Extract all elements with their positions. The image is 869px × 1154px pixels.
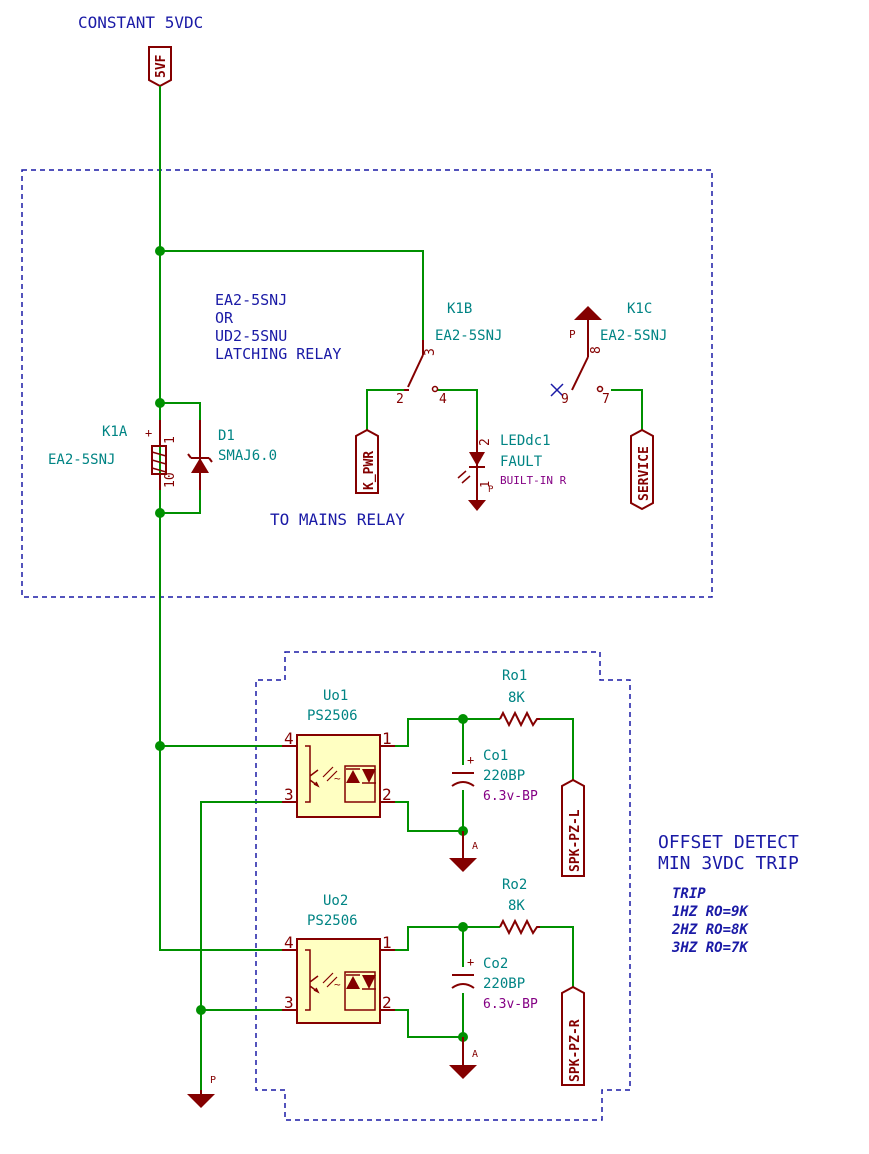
svg-text:P: P: [488, 485, 494, 495]
ground-symbol-p: P: [187, 1075, 216, 1108]
svg-text:1: 1: [382, 933, 392, 952]
label-service: SERVICE: [630, 428, 654, 511]
tvs-diode-d1: D1 SMAJ6.0: [187, 420, 277, 490]
resistor-ro1: Ro1 8K: [499, 668, 540, 728]
ground-symbol-a1: A: [449, 831, 478, 872]
k1b-ref: K1B: [447, 301, 472, 317]
svg-text:5VF: 5VF: [154, 54, 169, 78]
svg-text:P: P: [569, 328, 576, 341]
label-k-pwr: K_PWR: [355, 428, 379, 494]
k1c-ref: K1C: [627, 301, 652, 317]
svg-text:2: 2: [382, 993, 392, 1012]
co2-ref: Co2: [483, 956, 508, 972]
svg-text:9: 9: [561, 392, 569, 407]
d1-value: SMAJ6.0: [218, 448, 277, 464]
offset-note-1: OFFSET DETECT: [658, 832, 799, 853]
k1a-value: EA2-5SNJ: [48, 452, 115, 468]
ro1-ref: Ro1: [502, 668, 527, 684]
led-fault: LEDdc1 FAULT BUILT-IN R 2 1 P: [457, 430, 567, 511]
ground-symbol-a2: A: [449, 1037, 478, 1079]
svg-text:8: 8: [589, 346, 604, 354]
uo1-value: PS2506: [307, 708, 358, 724]
uo2-ref: Uo2: [323, 893, 348, 909]
svg-text:2: 2: [396, 392, 404, 407]
resistor-ro2: Ro2 8K: [499, 877, 540, 936]
trip-note-2: 1HZ RO=9K: [672, 904, 749, 920]
svg-text:+: +: [467, 753, 474, 767]
co2-value: 220BP: [483, 976, 525, 992]
opto-tilde: ~: [334, 978, 341, 991]
relay-note-4: LATCHING RELAY: [215, 345, 341, 363]
wires: [159, 86, 643, 1090]
svg-text:A: A: [472, 1049, 478, 1060]
trip-note-3: 2HZ RO=8K: [671, 922, 749, 938]
svg-text:4: 4: [284, 933, 294, 952]
svg-text:SPK-PZ-L: SPK-PZ-L: [568, 809, 583, 872]
led-ref: LEDdc1: [500, 433, 551, 449]
relay-section-box: [21, 169, 713, 598]
supply-note: CONSTANT 5VDC: [78, 13, 203, 32]
svg-text:7: 7: [602, 392, 610, 407]
svg-text:10: 10: [163, 472, 178, 488]
svg-text:SPK-PZ-R: SPK-PZ-R: [568, 1019, 583, 1082]
label-5vf: 5VF: [148, 46, 172, 88]
svg-text:3: 3: [423, 348, 438, 356]
offset-section-box: [255, 651, 631, 1121]
relay-coil-k1a: K1A EA2-5SNJ + 1 10: [48, 420, 178, 490]
svg-text:+: +: [467, 955, 474, 969]
svg-text:4: 4: [284, 729, 294, 748]
svg-text:2: 2: [382, 785, 392, 804]
mains-note: TO MAINS RELAY: [270, 510, 405, 529]
relay-note-2: OR: [215, 309, 234, 327]
svg-text:3: 3: [284, 785, 294, 804]
optocoupler-uo2: ~ Uo2 PS2506 4 3 1 2: [282, 893, 395, 1024]
optocoupler-uo1: ~ Uo1 PS2506 4 3 1 2: [282, 688, 395, 818]
svg-text:3: 3: [284, 993, 294, 1012]
relay-note-3: UD2-5SNU: [215, 327, 287, 345]
co2-voltage: 6.3v-BP: [483, 997, 538, 1012]
trip-note-1: TRIP: [672, 886, 706, 902]
svg-text:4: 4: [439, 392, 447, 407]
uo2-value: PS2506: [307, 913, 358, 929]
co1-ref: Co1: [483, 748, 508, 764]
capacitor-co1: + Co1 220BP 6.3v-BP: [451, 748, 538, 804]
k1b-value: EA2-5SNJ: [435, 328, 502, 344]
d1-ref: D1: [218, 428, 235, 444]
co1-voltage: 6.3v-BP: [483, 789, 538, 804]
svg-text:A: A: [472, 841, 478, 852]
k1c-value: EA2-5SNJ: [600, 328, 667, 344]
svg-text:+: +: [145, 426, 152, 440]
svg-text:K_PWR: K_PWR: [362, 451, 377, 490]
svg-text:1: 1: [478, 481, 492, 488]
svg-text:2: 2: [478, 438, 493, 446]
ro1-value: 8K: [508, 690, 525, 706]
ro2-value: 8K: [508, 898, 525, 914]
svg-text:SERVICE: SERVICE: [637, 446, 652, 501]
relay-contact-k1b: K1B EA2-5SNJ 3 2 4: [396, 301, 502, 407]
co1-value: 220BP: [483, 768, 525, 784]
svg-text:P: P: [210, 1075, 216, 1086]
k1a-ref: K1A: [102, 424, 128, 440]
svg-text:1: 1: [382, 729, 392, 748]
uo1-ref: Uo1: [323, 688, 348, 704]
led-value: FAULT: [500, 454, 543, 470]
offset-note-2: MIN 3VDC TRIP: [658, 853, 799, 874]
label-spk-pz-l: SPK-PZ-L: [561, 778, 585, 877]
ro2-ref: Ro2: [502, 877, 527, 893]
opto-tilde: ~: [334, 772, 341, 785]
relay-note-1: EA2-5SNJ: [215, 291, 287, 309]
trip-note-4: 3HZ RO=7K: [671, 940, 749, 956]
svg-text:1: 1: [163, 436, 178, 444]
led-note: BUILT-IN R: [500, 474, 567, 487]
label-spk-pz-r: SPK-PZ-R: [561, 985, 585, 1086]
capacitor-co2: + Co2 220BP 6.3v-BP: [451, 955, 538, 1012]
relay-contact-k1c: P K1C EA2-5SNJ 8 9 7: [550, 301, 667, 407]
